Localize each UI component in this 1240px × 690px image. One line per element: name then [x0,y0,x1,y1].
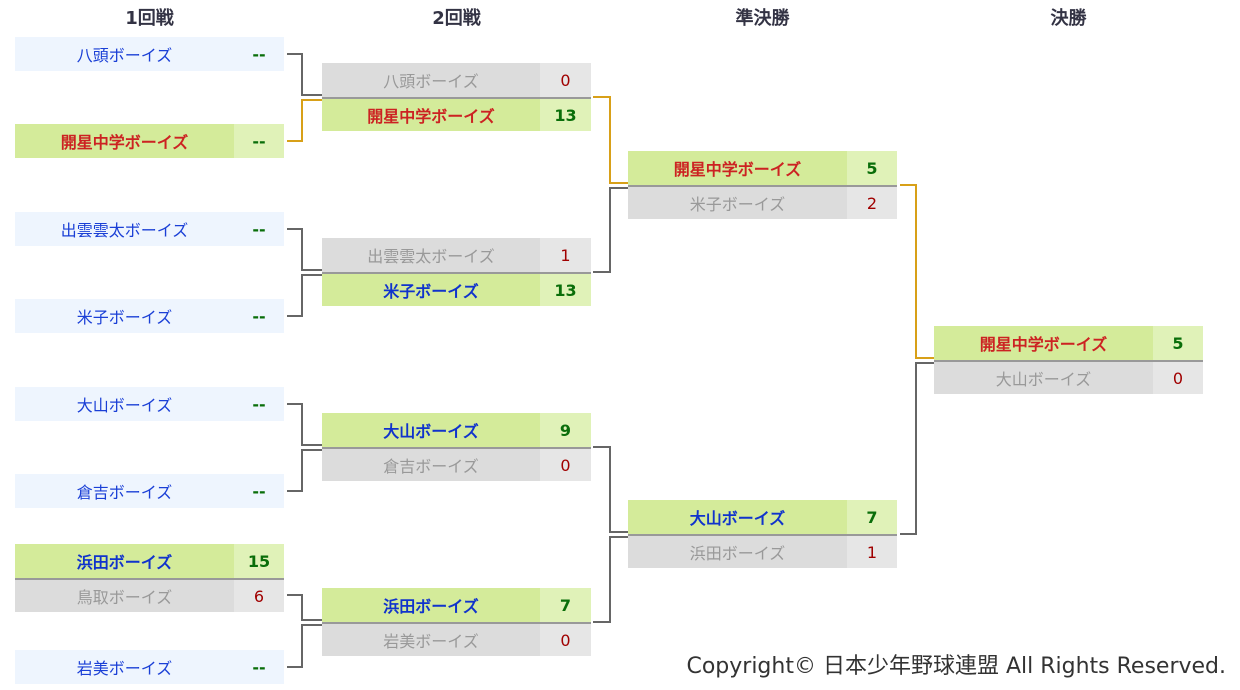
team-score: 5 [1153,326,1203,360]
team-score: 6 [234,580,284,612]
bracket-connector [593,96,628,184]
team-slot[interactable]: 岩美ボーイズ-- [15,650,284,684]
team-slot[interactable]: 倉吉ボーイズ-- [15,474,284,508]
team-name: 八頭ボーイズ [15,37,234,71]
team-score: -- [234,474,284,508]
team-name: 大山ボーイズ [934,362,1153,394]
team-slot[interactable]: 米子ボーイズ-- [15,299,284,333]
team-score: 0 [540,624,591,656]
bracket-connector [287,53,322,96]
team-score: 0 [1153,362,1203,394]
team-name: 倉吉ボーイズ [15,474,234,508]
round-header-final: 決勝 [1050,8,1087,29]
bracket-connector [287,274,322,317]
bracket-connector [900,184,934,359]
team-name: 出雲雲太ボーイズ [322,238,540,272]
round-header-semifinal: 準決勝 [735,8,790,29]
team-name: 浜田ボーイズ [322,588,540,622]
round-header-2: 2回戦 [432,8,481,29]
bracket-connector [287,228,322,271]
team-slot[interactable]: 大山ボーイズ-- [15,387,284,421]
team-score: -- [234,650,284,684]
team-score: -- [234,124,284,158]
team-score: 7 [847,500,897,534]
team-score: -- [234,387,284,421]
team-score: 1 [847,536,897,568]
team-score: -- [234,299,284,333]
bracket-connector [287,449,322,492]
team-name: 大山ボーイズ [628,500,847,534]
team-score: 0 [540,63,591,97]
team-name: 浜田ボーイズ [15,544,234,578]
team-name: 大山ボーイズ [322,413,540,447]
team-name: 米子ボーイズ [15,299,234,333]
team-score: 2 [847,187,897,219]
team-name: 開星中学ボーイズ [934,326,1153,360]
bracket-connector [593,446,628,533]
team-name: 浜田ボーイズ [628,536,847,568]
team-score: -- [234,37,284,71]
team-name: 岩美ボーイズ [15,650,234,684]
team-name: 大山ボーイズ [15,387,234,421]
bracket-connector [287,624,322,668]
team-score: 13 [540,99,591,131]
team-score: 15 [234,544,284,578]
bracket-connector [287,99,322,142]
team-score: 1 [540,238,591,272]
team-name: 開星中学ボーイズ [628,151,847,185]
team-name: 開星中学ボーイズ [15,124,234,158]
bracket-connector [287,403,322,446]
bracket-connector [593,187,628,273]
team-slot[interactable]: 八頭ボーイズ-- [15,37,284,71]
team-name: 倉吉ボーイズ [322,449,540,481]
team-score: 7 [540,588,591,622]
team-score: -- [234,212,284,246]
team-slot[interactable]: 開星中学ボーイズ-- [15,124,284,158]
team-score: 0 [540,449,591,481]
team-name: 八頭ボーイズ [322,63,540,97]
team-name: 開星中学ボーイズ [322,99,540,131]
team-name: 米子ボーイズ [322,274,540,306]
team-score: 5 [847,151,897,185]
team-slot[interactable]: 出雲雲太ボーイズ-- [15,212,284,246]
team-score: 13 [540,274,591,306]
round-header-1: 1回戦 [125,8,174,29]
bracket-connector [900,362,934,535]
team-name: 岩美ボーイズ [322,624,540,656]
copyright-text: Copyright© 日本少年野球連盟 All Rights Reserved. [686,654,1226,679]
team-name: 出雲雲太ボーイズ [15,212,234,246]
team-name: 鳥取ボーイズ [15,580,234,612]
team-score: 9 [540,413,591,447]
bracket-connector [287,594,322,621]
bracket-connector [593,536,628,623]
team-name: 米子ボーイズ [628,187,847,219]
